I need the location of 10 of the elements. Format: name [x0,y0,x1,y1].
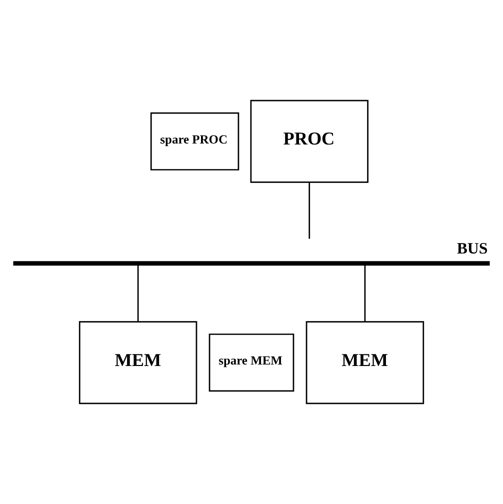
node-box: spare MEM [208,334,294,392]
connector [308,182,310,239]
node-label: BUS [456,240,488,258]
node-box: spare PROC [150,112,240,170]
node-box: PROC [250,100,368,183]
node-box [13,261,490,266]
connector [137,265,139,322]
connector [364,265,366,322]
node-box: MEM [306,321,424,404]
node-box: MEM [78,321,198,404]
